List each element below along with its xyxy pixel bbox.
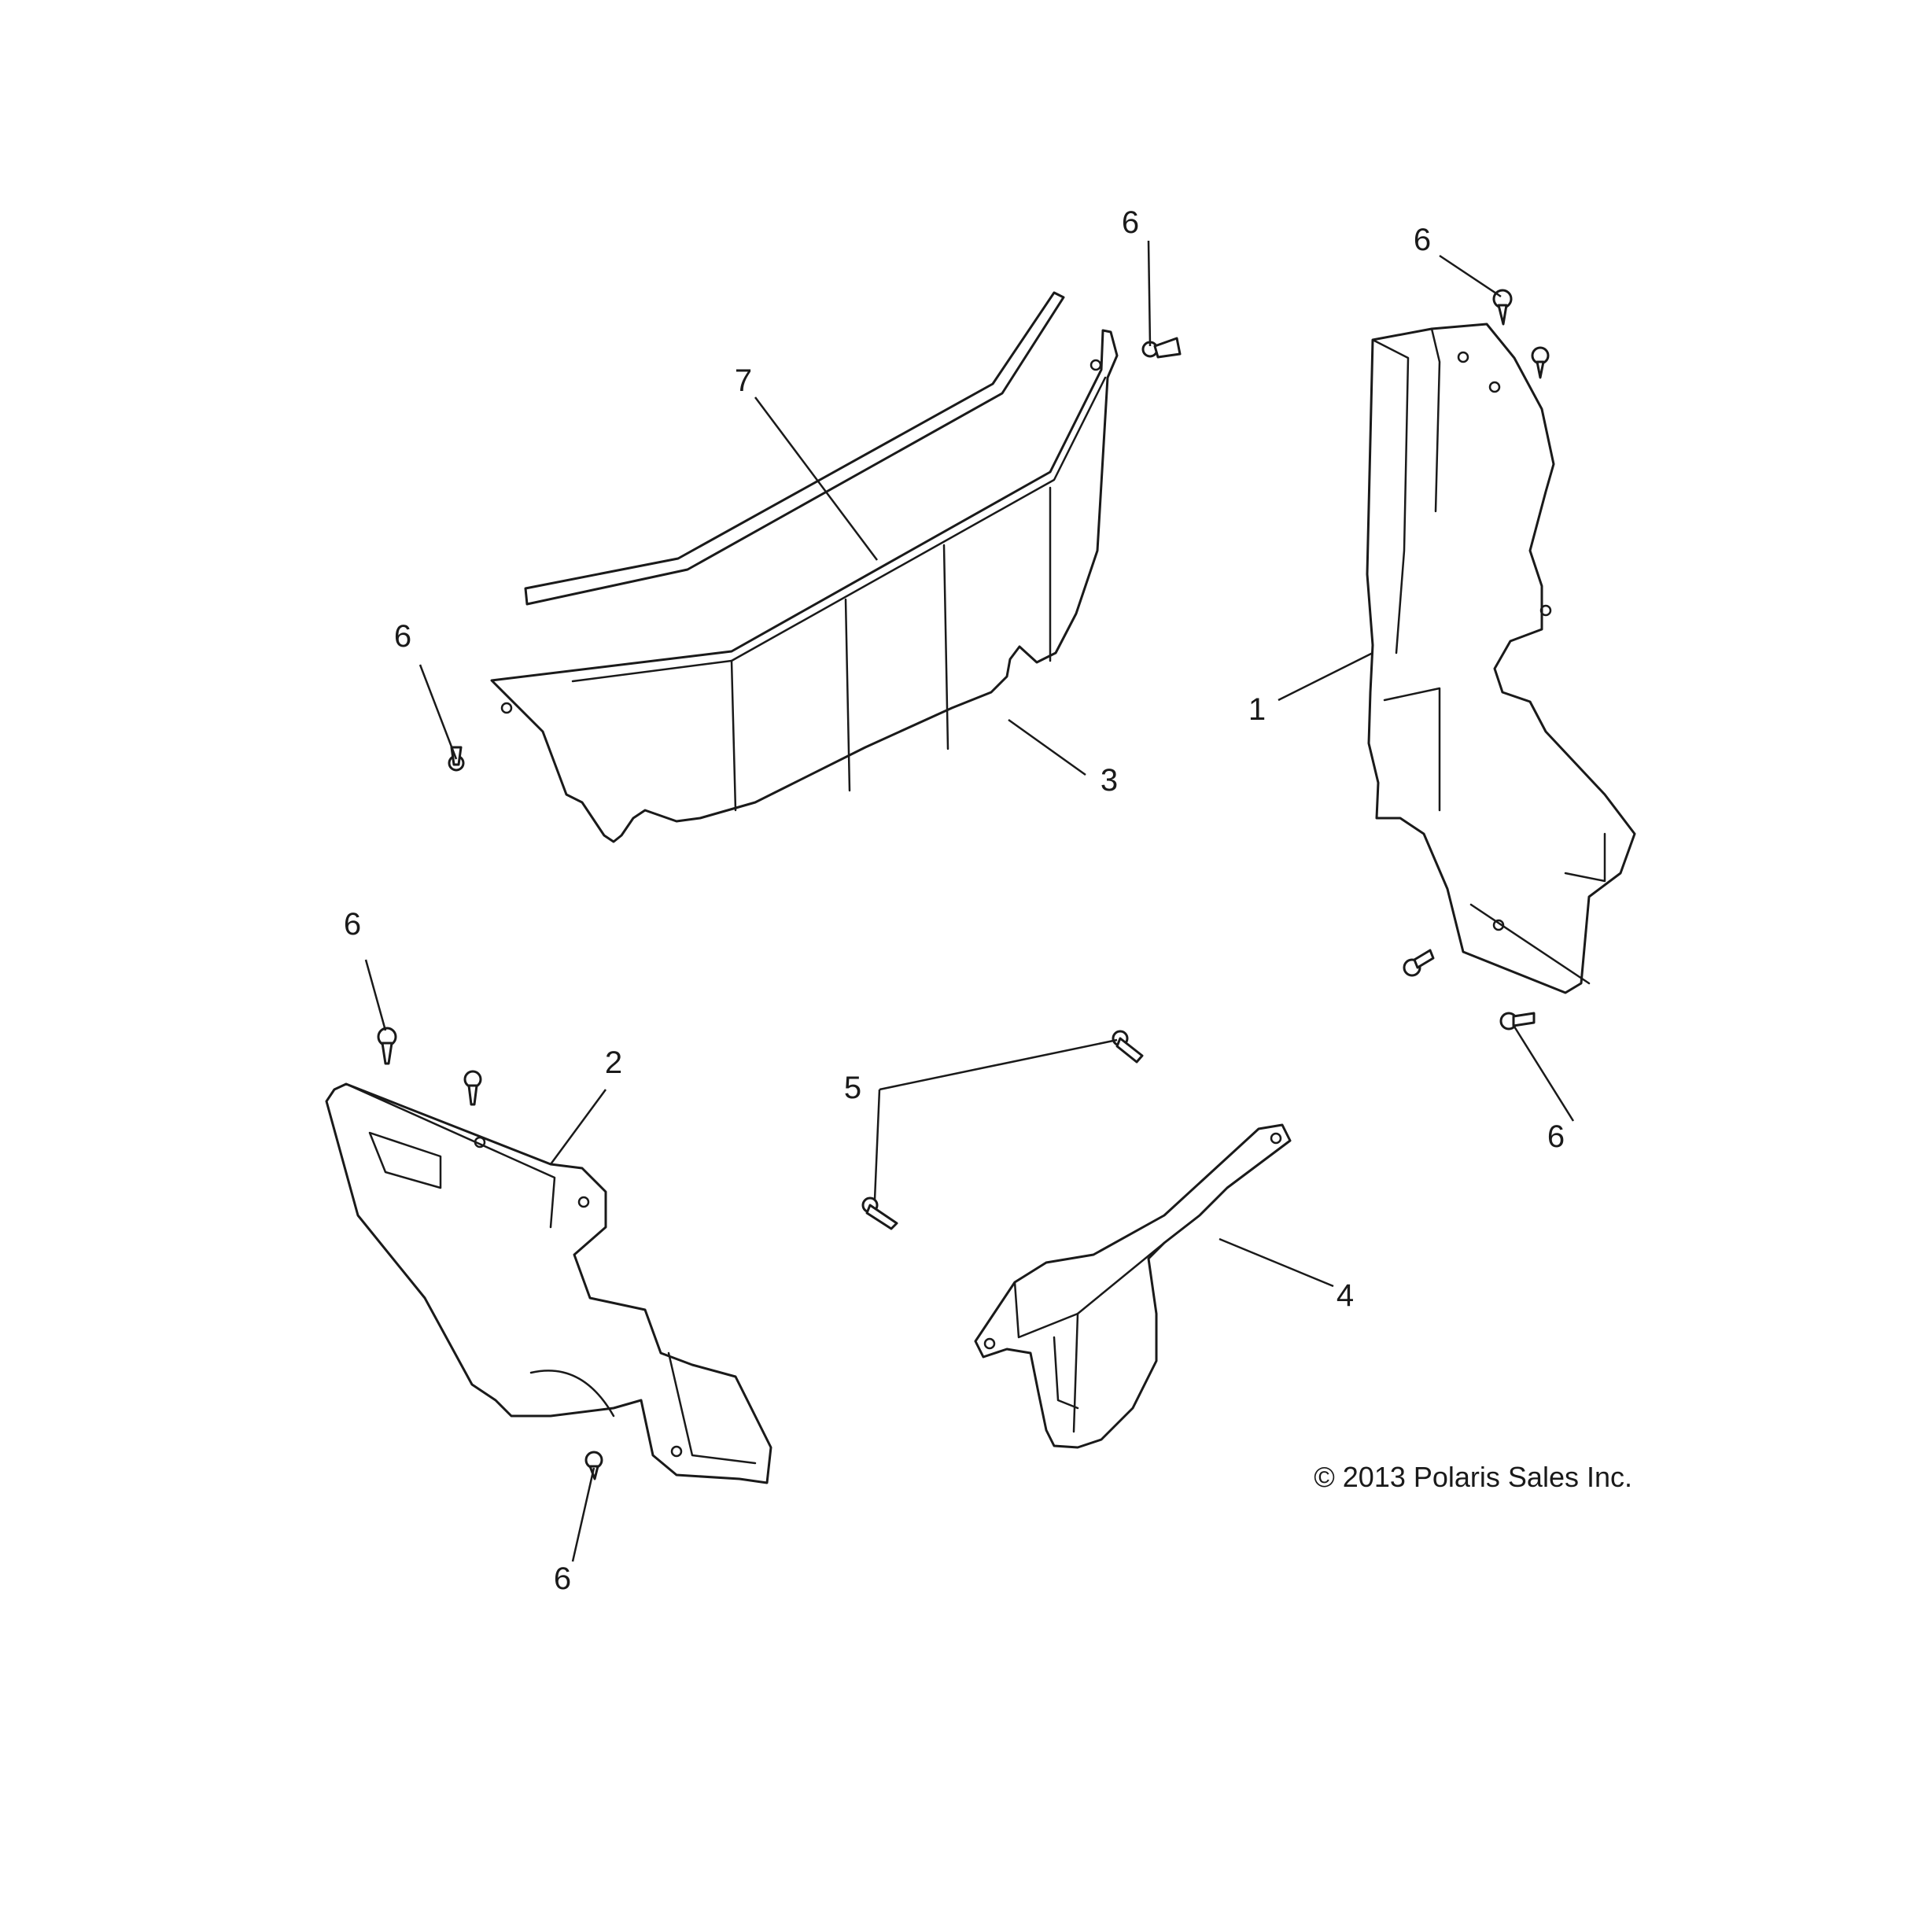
callout-6-top-right: 6 [1414,223,1431,257]
fastener-6-top-right-b [1531,346,1550,379]
fastener-6-left [448,746,465,772]
callout-5: 5 [844,1071,861,1105]
copyright-notice: © 2013 Polaris Sales Inc. [1314,1461,1632,1493]
fastener-6-left-mid-b [463,1070,482,1106]
fastener-6-right-low-a [1403,949,1435,977]
callout-6-right-low: 6 [1547,1119,1565,1154]
callout-1: 1 [1248,692,1266,727]
part-4-middle-panel [974,1123,1292,1449]
callout-6-left: 6 [394,619,411,654]
callout-2: 2 [605,1045,622,1080]
part-1-right-panel [1366,323,1636,994]
part-7-bar [524,291,1065,606]
fastener-6-left-mid-a [377,1027,397,1065]
fastener-5-lower [861,1196,898,1230]
fastener-6-right-low-b [1499,1012,1536,1031]
callout-6-top-center: 6 [1122,205,1139,240]
fastener-6-top-center [1141,337,1182,359]
callout-3: 3 [1101,763,1118,798]
callout-6-bottom-left: 6 [554,1561,571,1596]
callout-7: 7 [735,363,752,398]
part-2-left-panel [325,1082,772,1484]
callout-4: 4 [1337,1278,1354,1313]
leader-lines [364,240,1575,1562]
callout-6-left-mid: 6 [344,907,361,942]
fastener-6-bottom-left [584,1451,603,1480]
fastener-6-top-right-a [1492,289,1513,326]
fastener-5-upper [1112,1030,1144,1064]
part-3-front-panel [490,329,1119,843]
